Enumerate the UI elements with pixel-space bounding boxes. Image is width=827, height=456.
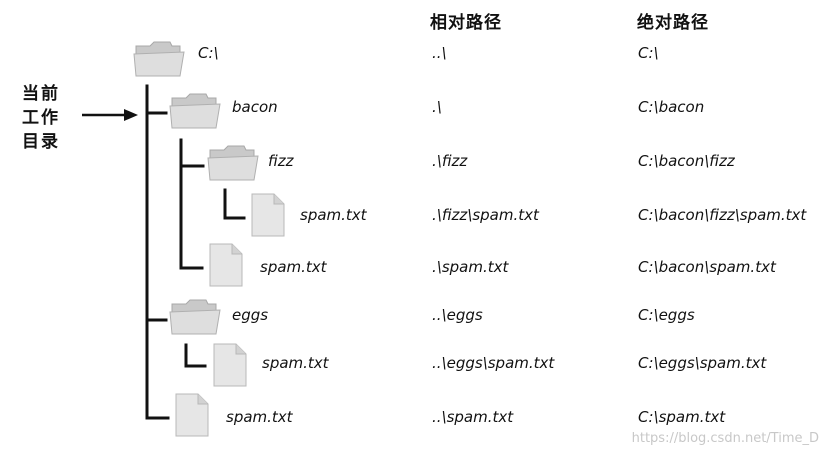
relative-path: ..\spam.txt	[432, 408, 514, 426]
relative-path-header: 相对路径	[430, 13, 502, 33]
relative-path: .\fizz\spam.txt	[432, 206, 539, 224]
cwd-arrow-icon	[82, 109, 138, 121]
absolute-path: C:\eggs	[638, 306, 695, 324]
node-name: spam.txt	[262, 354, 329, 372]
relative-path: ..\eggs	[432, 306, 483, 324]
absolute-path: C:\spam.txt	[638, 408, 726, 426]
node-name: C:\	[198, 44, 219, 62]
node-name: eggs	[232, 306, 269, 324]
tree-row-bacon-spam: spam.txt .\spam.txt C:\bacon\spam.txt	[0, 240, 827, 288]
tree-row-fizz: fizz .\fizz C:\bacon\fizz	[0, 138, 827, 186]
watermark: https://blog.csdn.net/Time_D	[631, 431, 819, 446]
node-name: bacon	[232, 98, 278, 116]
node-name: spam.txt	[300, 206, 367, 224]
folder-icon	[169, 93, 221, 129]
tree-row-eggs-spam: spam.txt ..\eggs\spam.txt C:\eggs\spam.t…	[0, 340, 827, 388]
file-icon	[175, 393, 209, 437]
tree-row-eggs: eggs ..\eggs C:\eggs	[0, 292, 827, 340]
file-icon	[251, 193, 285, 237]
cwd-label-line-1: 当前	[22, 84, 60, 104]
relative-path: ..\eggs\spam.txt	[432, 354, 555, 372]
tree-row-root-spam: spam.txt ..\spam.txt C:\spam.txt	[0, 392, 827, 440]
node-name: spam.txt	[260, 258, 327, 276]
relative-path: ..\	[432, 44, 447, 62]
node-name: spam.txt	[226, 408, 293, 426]
absolute-path-header: 绝对路径	[637, 13, 709, 33]
file-icon	[213, 343, 247, 387]
absolute-path: C:\bacon\spam.txt	[638, 258, 776, 276]
tree-row-bacon: bacon .\ C:\bacon	[0, 86, 827, 134]
absolute-path: C:\bacon	[638, 98, 705, 116]
absolute-path: C:\bacon\fizz\spam.txt	[638, 206, 807, 224]
cwd-label-line-2: 工作	[22, 108, 60, 128]
relative-path: .\	[432, 98, 442, 116]
folder-icon	[207, 145, 259, 181]
tree-row-root: C:\ ..\ C:\	[0, 32, 827, 80]
cwd-label-line-3: 目录	[22, 132, 60, 152]
absolute-path: C:\eggs\spam.txt	[638, 354, 767, 372]
relative-path: .\spam.txt	[432, 258, 509, 276]
folder-icon	[169, 299, 221, 335]
tree-row-fizz-spam: spam.txt .\fizz\spam.txt C:\bacon\fizz\s…	[0, 190, 827, 238]
absolute-path: C:\bacon\fizz	[638, 152, 735, 170]
relative-path: .\fizz	[432, 152, 468, 170]
file-icon	[209, 243, 243, 287]
node-name: fizz	[268, 152, 294, 170]
folder-icon	[133, 41, 185, 77]
absolute-path: C:\	[638, 44, 659, 62]
current-working-directory-label: 当前 工作 目录	[22, 82, 62, 154]
